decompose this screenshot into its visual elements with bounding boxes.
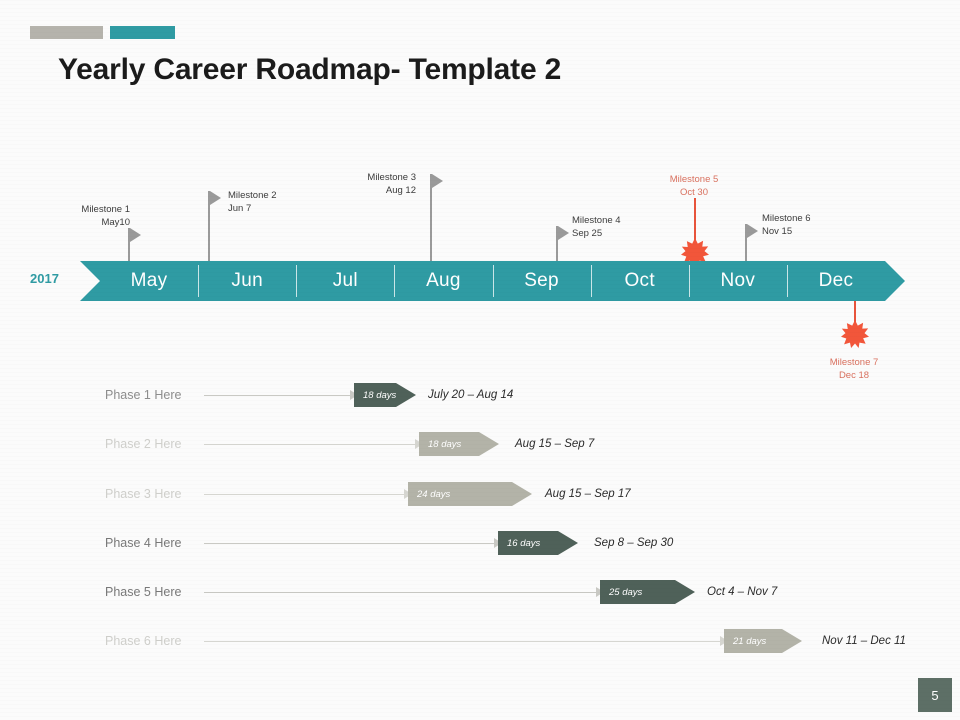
flag-pennant-icon — [558, 226, 569, 240]
timeline-separator — [198, 265, 200, 297]
phase-connector-line — [204, 543, 498, 544]
phase-date-range-2: Aug 15 – Sep 7 — [515, 438, 595, 450]
phase-duration-arrow-2[interactable]: 18 days — [419, 432, 499, 456]
accent-bar-teal — [110, 26, 175, 39]
phase-duration-arrow-6[interactable]: 21 days — [724, 629, 802, 653]
phase-label-2: Phase 2 Here — [105, 437, 182, 451]
phase-duration-arrow-1[interactable]: 18 days — [354, 383, 416, 407]
milestone-name: Milestone 4 — [572, 215, 621, 226]
page-number-badge: 5 — [918, 678, 952, 712]
phase-row: Phase 5 Here 25 days Oct 4 – Nov 7 — [0, 579, 960, 605]
milestone-date: Jun 7 — [228, 202, 252, 214]
milestone-name: Milestone 1 — [81, 204, 130, 215]
phase-connector-line — [204, 641, 724, 642]
milestone-name: Milestone 5 — [669, 174, 719, 185]
flag-pole-icon — [208, 191, 210, 261]
milestone-name: Milestone 6 — [762, 213, 811, 224]
timeline-month-may[interactable]: May — [130, 270, 168, 291]
phase-label-4: Phase 4 Here — [105, 536, 182, 550]
milestone-date: Aug 12 — [385, 184, 416, 196]
phase-date-range-1: July 20 – Aug 14 — [428, 389, 514, 401]
milestone-name: Milestone 7 — [829, 357, 879, 368]
milestone-date: Sep 25 — [572, 227, 603, 239]
flag-pennant-icon — [210, 191, 221, 205]
timeline-month-jul[interactable]: Jul — [332, 270, 358, 291]
phase-row: Phase 6 Here 21 days Nov 11 – Dec 11 — [0, 628, 960, 654]
flag-pole-icon — [430, 174, 432, 261]
phase-duration-arrow-3[interactable]: 24 days — [408, 482, 532, 506]
milestone-date: Oct 30 — [680, 186, 708, 198]
phase-label-1: Phase 1 Here — [105, 388, 182, 402]
timeline-separator — [492, 265, 494, 297]
timeline-month-sep[interactable]: Sep — [524, 270, 559, 291]
milestone-date: Dec 18 — [838, 369, 870, 381]
milestone-stem-7 — [854, 301, 856, 323]
timeline-separator — [394, 265, 396, 297]
flag-pole-icon — [556, 226, 558, 261]
milestone-name: Milestone 2 — [228, 190, 277, 201]
phase-connector-line — [204, 494, 408, 495]
phase-row: Phase 3 Here 24 days Aug 15 – Sep 17 — [0, 481, 960, 507]
phase-row: Phase 2 Here 18 days Aug 15 – Sep 7 — [0, 431, 960, 457]
phase-connector-line — [204, 395, 354, 396]
timeline-separator — [786, 265, 788, 297]
accent-bar-gray — [30, 26, 103, 39]
phase-connector-line — [204, 592, 600, 593]
timeline-bar: May Jun Jul Aug Sep Oct Nov Dec — [80, 261, 905, 301]
milestone-date: May10 — [101, 216, 130, 228]
page-title: Yearly Career Roadmap- Template 2 — [58, 53, 562, 86]
timeline-month-nov[interactable]: Nov — [720, 270, 756, 291]
timeline-year-label: 2017 — [30, 271, 59, 286]
phase-label-5: Phase 5 Here — [105, 585, 182, 599]
phase-duration-arrow-4[interactable]: 16 days — [498, 531, 578, 555]
phase-label-6: Phase 6 Here — [105, 634, 182, 648]
flag-pole-icon — [745, 224, 747, 261]
flag-pole-icon — [128, 228, 130, 261]
timeline-month-oct[interactable]: Oct — [624, 270, 655, 291]
timeline-month-aug[interactable]: Aug — [426, 270, 461, 291]
phase-duration-arrow-5[interactable]: 25 days — [600, 580, 695, 604]
timeline-month-dec[interactable]: Dec — [818, 270, 854, 291]
milestone-date: Nov 15 — [762, 225, 793, 237]
phase-date-range-5: Oct 4 – Nov 7 — [707, 586, 778, 598]
phase-row: Phase 4 Here 16 days Sep 8 – Sep 30 — [0, 530, 960, 556]
flag-pennant-icon — [432, 174, 443, 188]
phase-date-range-4: Sep 8 – Sep 30 — [594, 537, 674, 549]
starburst-icon — [841, 320, 869, 348]
phase-label-3: Phase 3 Here — [105, 487, 182, 501]
phase-connector-line — [204, 444, 419, 445]
flag-pennant-icon — [130, 228, 141, 242]
timeline-separator — [296, 265, 298, 297]
phase-row: Phase 1 Here 18 days July 20 – Aug 14 — [0, 382, 960, 408]
milestone-stem-5 — [694, 198, 696, 246]
phase-date-range-6: Nov 11 – Dec 11 — [822, 635, 906, 647]
flag-pennant-icon — [747, 224, 758, 238]
milestone-name: Milestone 3 — [367, 172, 416, 183]
timeline-separator — [688, 265, 690, 297]
timeline-month-jun[interactable]: Jun — [231, 270, 263, 291]
timeline-separator — [590, 265, 592, 297]
phase-date-range-3: Aug 15 – Sep 17 — [545, 488, 631, 500]
